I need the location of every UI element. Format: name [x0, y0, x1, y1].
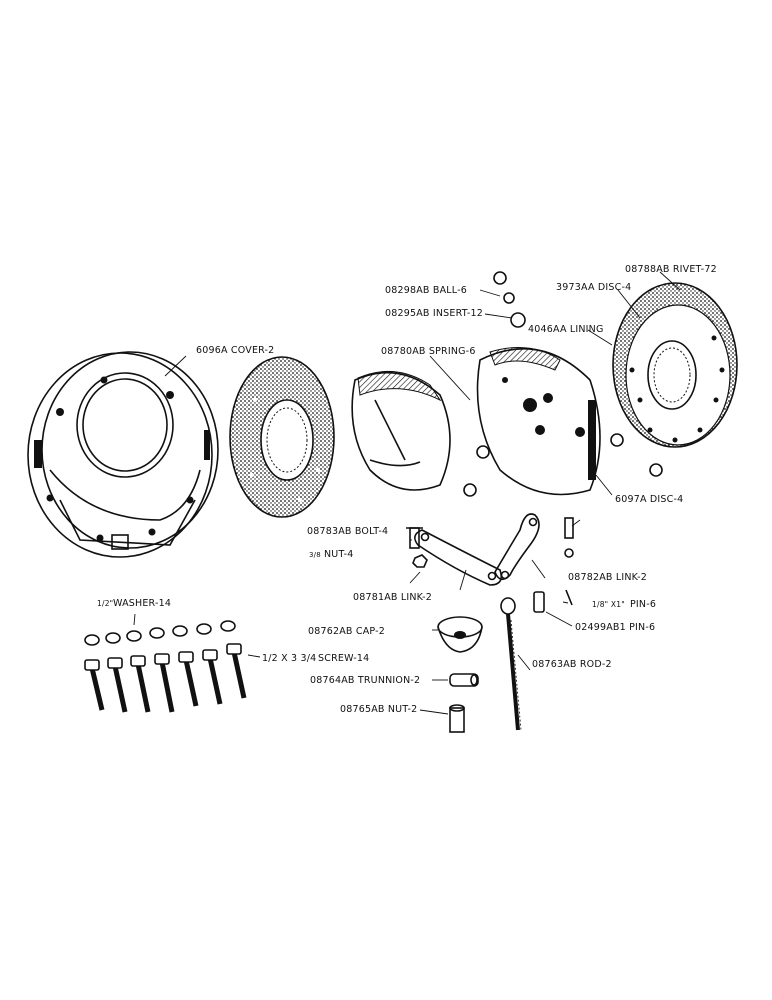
label-screw: SCREW-14 — [318, 653, 369, 664]
label-cover: 6096A COVER-2 — [196, 345, 274, 356]
label-nut-small-frac: 3/8 — [309, 551, 321, 559]
label-trunnion: 08764AB TRUNNION-2 — [310, 675, 420, 686]
label-disc-outer: 3973AA DISC-4 — [556, 282, 631, 293]
bolt-08783 — [406, 527, 423, 549]
label-washer-frac: 1/2" — [97, 599, 113, 608]
label-link-right: 08782AB LINK-2 — [568, 572, 647, 583]
bolt-right — [564, 517, 574, 558]
label-disc-inner: 6097A DISC-4 — [615, 494, 683, 505]
label-link-left: 08781AB LINK-2 — [353, 592, 432, 603]
screws — [89, 651, 247, 713]
inner-disc — [476, 347, 601, 496]
screw-heads — [84, 643, 242, 671]
nut-small — [412, 554, 428, 568]
label-pin-02499: 02499AB1 PIN-6 — [575, 622, 655, 633]
label-pin-small-frac: 1/8" X1" — [592, 600, 625, 609]
nut-large — [449, 704, 465, 733]
label-bolt: 08783AB BOLT-4 — [307, 526, 388, 537]
pin-small — [565, 589, 573, 606]
lining-disc-right — [612, 282, 738, 448]
label-lining: 4046AA LINING — [528, 324, 604, 335]
cover-part — [27, 351, 219, 558]
label-washer: WASHER-14 — [113, 598, 171, 609]
pin-02499 — [533, 591, 545, 613]
label-rivet: 08788AB RIVET-72 — [625, 264, 717, 275]
trunnion — [449, 673, 479, 687]
label-nut-large: 08765AB NUT-2 — [340, 704, 417, 715]
rod — [500, 597, 522, 731]
label-nut-small: NUT-4 — [324, 549, 353, 560]
link-left — [414, 529, 503, 586]
label-insert: 08295AB INSERT-12 — [385, 308, 483, 319]
label-pin-small: PIN-6 — [630, 599, 656, 610]
leader-lines — [133, 271, 681, 715]
cap — [437, 616, 483, 653]
label-cap: 08762AB CAP-2 — [308, 626, 385, 637]
friction-disc-left — [229, 356, 335, 518]
label-spring: 08780AB SPRING-6 — [381, 346, 476, 357]
balls — [463, 271, 663, 497]
label-screw-size: 1/2 X 3 3/4 — [262, 653, 316, 664]
label-rod: 08763AB ROD-2 — [532, 659, 612, 670]
spring-plate — [351, 370, 451, 491]
washers — [84, 620, 236, 646]
label-ball: 08298AB BALL-6 — [385, 285, 467, 296]
link-right — [494, 513, 540, 581]
